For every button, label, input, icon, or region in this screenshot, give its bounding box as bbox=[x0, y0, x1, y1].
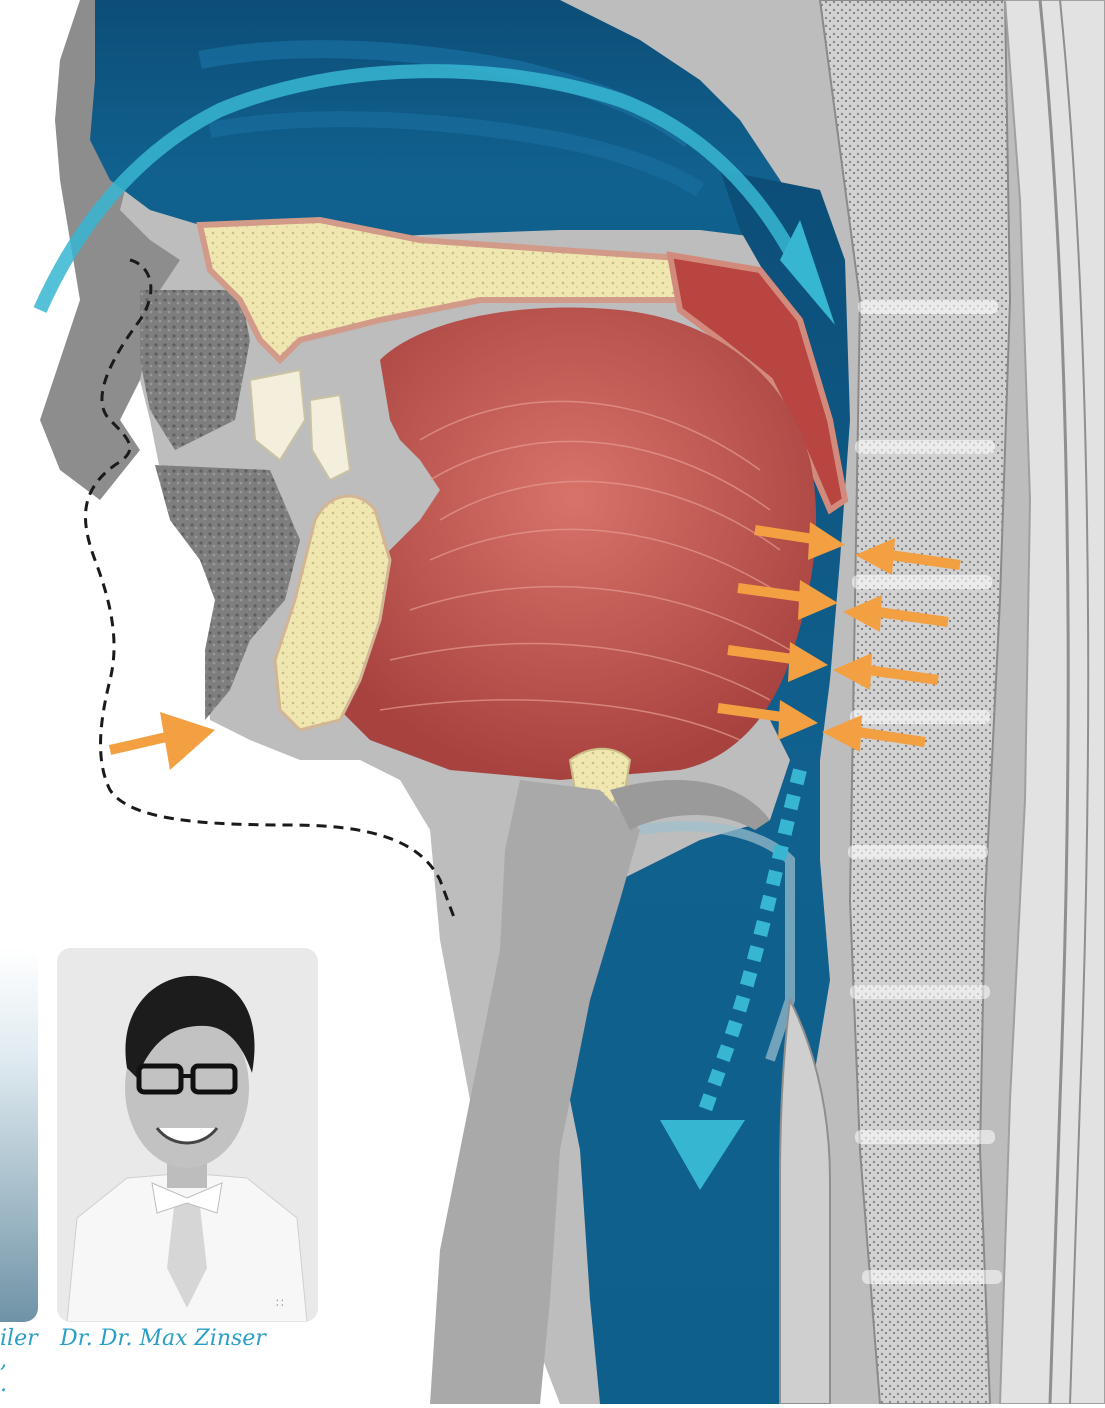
doctor-portrait bbox=[57, 948, 318, 1322]
portrait-caption: Dr. Dr. Max Zinser bbox=[60, 1326, 266, 1351]
chin-arrow-icon bbox=[110, 712, 215, 770]
photo-logo: ∷ bbox=[276, 1296, 286, 1310]
partial-caption-line2: , bbox=[0, 1348, 7, 1373]
left-portrait-card-partial bbox=[0, 948, 38, 1322]
partial-caption-line3: . bbox=[0, 1372, 7, 1397]
